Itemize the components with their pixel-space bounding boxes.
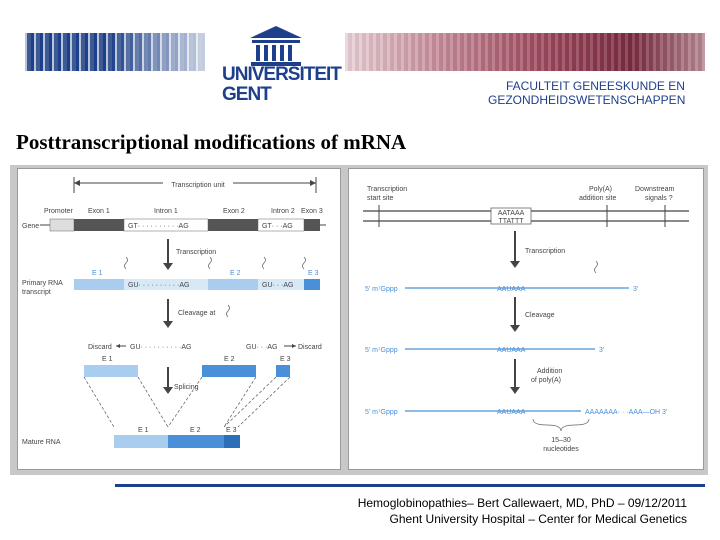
primary-e3-label: E 3 (308, 270, 319, 277)
mature-exon1-box (114, 435, 168, 448)
gene-exon1-box (74, 219, 124, 231)
primary-intron1-box (124, 279, 208, 290)
exon3-label: Exon 3 (301, 208, 323, 215)
footer-rule (115, 484, 705, 487)
cleaved-exon2-box (202, 365, 256, 377)
mature-e2-label: E 2 (190, 427, 201, 434)
primary-e1-label: E 1 (92, 270, 103, 277)
faculty-line-1: FACULTEIT GENEESKUNDE EN (506, 79, 685, 93)
ttattt-label: TTATTT (498, 218, 524, 225)
downstream-label: Downstream (635, 186, 674, 193)
logo-line-1: UNIVERSITEIT (222, 64, 342, 85)
primary-exon3-box (304, 279, 320, 290)
mature-e3-label: E 3 (226, 427, 237, 434)
footer-line-2: Ghent University Hospital – Center for M… (389, 512, 687, 526)
splicing-diagram: Transcription unit Promoter Exon 1 Intro… (22, 177, 326, 448)
gu-ag-1-label: GU· · · · · · · · · ·AG (128, 282, 189, 289)
rna2-3prime-label: 3' (599, 347, 604, 354)
cleaved-e1-label: E 1 (102, 356, 113, 363)
gu-ag-2-label: GU· · ·AG (262, 282, 294, 289)
transcription-unit-label: Transcription unit (171, 182, 224, 189)
splicing-label: Splicing (174, 384, 199, 391)
signals-label: signals ? (645, 195, 673, 202)
exon1-label: Exon 1 (88, 208, 110, 215)
discard-right-label: Discard (298, 344, 322, 351)
mature-exon3-box (224, 435, 240, 448)
right-transcription-label: Transcription (525, 248, 565, 255)
cleavage-at-label: Cleavage at (178, 310, 215, 317)
promoter-label: Promoter (44, 208, 73, 215)
cleaved-gu-ag-1-label: GU· · · · · · · · · ·AG (130, 344, 191, 351)
faculty-line-2: GEZONDHEIDSWETENSCHAPPEN (488, 93, 686, 107)
right-figure-panel: Transcription start site Poly(A) additio… (348, 168, 704, 470)
rna1-auaaa-label: AAUAAA (497, 286, 526, 293)
slide-title: Posttranscriptional modifications of mRN… (16, 130, 407, 154)
mature-exon2-box (168, 435, 224, 448)
left-transcription-label: Transcription (176, 249, 216, 256)
aataaa-label: AATAAA (498, 210, 525, 217)
cleaved-exon3-box (276, 365, 290, 377)
gene-exon2-box (208, 219, 258, 231)
discard-left-label: Discard (88, 344, 112, 351)
polya-tail-label: AAAAAAA· · ·AAA—OH 3' (585, 409, 667, 416)
cleaved-exon1-box (84, 365, 138, 377)
start-site-label: start site (367, 195, 394, 202)
gene-exon3-box (304, 219, 320, 231)
cleaved-e3-label: E 3 (280, 356, 291, 363)
rna1-5prime-label: 5' m⁷Gppp (365, 286, 398, 293)
gt-ag-2-label: GT· · ·AG (262, 223, 293, 230)
polya-site-label: Poly(A) (589, 186, 612, 193)
gt-ag-1-label: GT· · · · · · · · · ·AG (128, 223, 189, 230)
footer-line-1: Hemoglobinopathies– Bert Callewaert, MD,… (357, 496, 687, 510)
addition-site-label: addition site (579, 195, 616, 202)
rna2-5prime-label: 5' m⁷Gppp (365, 347, 398, 354)
rna1-3prime-label: 3' (633, 286, 638, 293)
aataaa-box (490, 207, 532, 225)
cleaved-gu-ag-2-label: GU· · ·AG (246, 344, 278, 351)
header-banner-left-fade (110, 33, 205, 71)
addition-label: Addition (537, 368, 562, 375)
cleaved-e2-label: E 2 (224, 356, 235, 363)
mature-e1-label: E 1 (138, 427, 149, 434)
primary-intron2-box (258, 279, 304, 290)
exon2-label: Exon 2 (223, 208, 245, 215)
primary-e2-label: E 2 (230, 270, 241, 277)
rna3-auaaa-label: AAUAAA (497, 409, 526, 416)
nucleotides-label: nucleotides (543, 446, 579, 453)
intron2-label: Intron 2 (271, 208, 295, 215)
promoter-box (49, 218, 75, 232)
polyadenylation-diagram: Transcription start site Poly(A) additio… (363, 186, 689, 453)
left-figure-panel: Transcription unit Promoter Exon 1 Intro… (17, 168, 341, 470)
logo-line-2: GENT (222, 84, 272, 105)
rna3-5prime-label: 5' m⁷Gppp (365, 409, 398, 416)
primary-exon2-box (208, 279, 258, 290)
transcription-start-label: Transcription (367, 186, 407, 193)
range-label: 15–30 (551, 437, 571, 444)
mature-rna-label: Mature RNA (22, 439, 61, 446)
of-polya-label: of poly(A) (531, 377, 561, 384)
rna2-auaaa-label: AAUAAA (497, 347, 526, 354)
primary-exon1-box (74, 279, 124, 290)
header-banner-right (345, 33, 705, 71)
university-building-icon (250, 26, 302, 66)
transcript-label: transcript (22, 289, 51, 296)
intron1-label: Intron 1 (154, 208, 178, 215)
cleavage-label: Cleavage (525, 312, 555, 319)
gene-label: Gene (22, 223, 39, 230)
header-banner-right-texture (345, 33, 705, 71)
primary-rna-label: Primary RNA (22, 280, 63, 287)
